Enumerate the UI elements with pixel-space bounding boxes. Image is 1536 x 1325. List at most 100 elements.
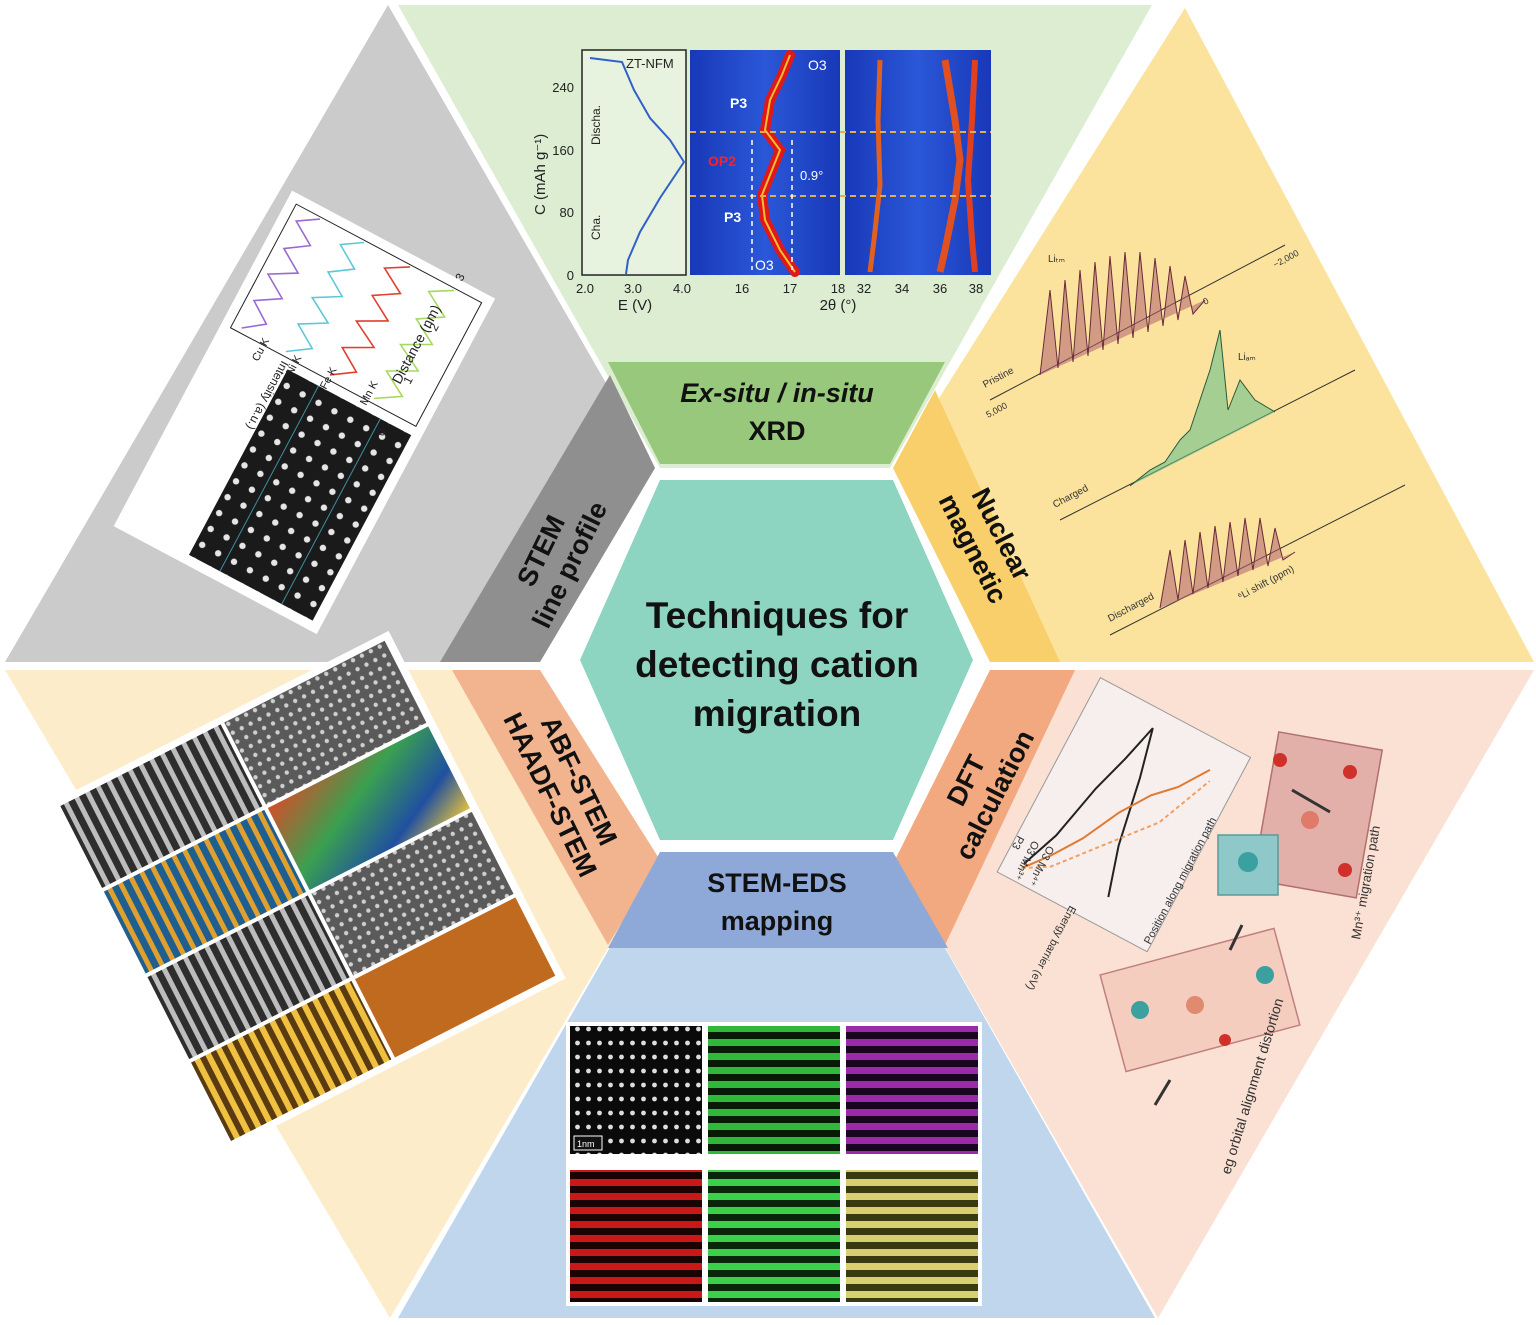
- abf-panel-6: [311, 811, 514, 976]
- dft-label-band: [895, 670, 1075, 945]
- nmr-peaks-discharged: [1159, 517, 1296, 609]
- dft-legend-p3: P3: [1009, 834, 1026, 852]
- abf-panel-4: [267, 726, 470, 891]
- section-abf: ABF-STEM HAADF-STEM: [5, 630, 660, 1318]
- dft-series-p3: [1023, 727, 1154, 898]
- abf-label-band: [452, 670, 660, 945]
- stem-profile-ni: [285, 241, 365, 353]
- stem-profile-cu: [241, 218, 321, 329]
- eds-map-green-2: [708, 1170, 840, 1302]
- dft-atom-5: [1338, 863, 1352, 877]
- nmr-peak-tm: Liₜₘ: [1048, 254, 1065, 265]
- xrd-chart: ZT-NFM O3 P3 OP2 P3 O3 0.9° Discha. Cha.…: [532, 49, 991, 314]
- dft-chart: [996, 676, 1252, 953]
- dft-atom-7: [1256, 966, 1274, 984]
- dft-atom-4: [1238, 852, 1258, 872]
- xrd-ytick-2: 160: [552, 143, 574, 158]
- dft-atom-1: [1273, 753, 1287, 767]
- xrd-xtick-right-0: 32: [857, 281, 871, 296]
- xrd-label-line2: XRD: [748, 416, 805, 446]
- section-xrd: ZT-NFM O3 P3 OP2 P3 O3 0.9° Discha. Cha.…: [398, 5, 1152, 468]
- xrd-xtick-left-0: 2.0: [576, 281, 594, 296]
- eds-label-band: [608, 852, 948, 948]
- nmr-peaks-pristine: [1039, 251, 1206, 376]
- eds-map-green-1: [708, 1026, 840, 1154]
- stem-profile-fe: [329, 266, 411, 376]
- stem-profile-mn: [374, 289, 455, 400]
- eds-map-haadf: [570, 1026, 702, 1154]
- center-hexagon-shape: [580, 480, 973, 840]
- dft-atom-6: [1131, 1001, 1149, 1019]
- xrd-xtick-mid-0: 16: [735, 281, 749, 296]
- eds-scale-label: 1nm: [577, 1139, 595, 1149]
- dft-atom-3: [1301, 811, 1319, 829]
- xrd-label-band: [608, 362, 945, 464]
- xrd-phase-5: O3: [755, 257, 774, 273]
- abf-panel-5: [147, 895, 350, 1060]
- dft-chart-card: [996, 676, 1252, 953]
- xrd-label-line1: Ex-situ / in-situ: [680, 378, 874, 408]
- xrd-xtick-right-1: 34: [895, 281, 909, 296]
- xrd-xtick-left-2: 4.0: [673, 281, 691, 296]
- xrd-peak-trace-3: [936, 59, 964, 273]
- stem-profile-axes: [229, 203, 483, 428]
- abf-panel-1: [60, 724, 263, 889]
- xrd-ylabel: C (mAh g⁻¹): [532, 134, 549, 215]
- stem-haadf-image: [189, 369, 412, 621]
- xrd-xlabel-right: 2θ (°): [820, 297, 857, 314]
- stem-scan-line-1: [219, 385, 319, 572]
- dft-atom-8: [1186, 996, 1204, 1014]
- dft-atom-2: [1343, 765, 1357, 779]
- eds-scale-box: [573, 1135, 603, 1151]
- section-dft: DFT calculation P3 O3 Mn³⁺ O3 Mn⁴⁺ Energ…: [895, 670, 1534, 1318]
- xrd-heatmap-mid: [690, 50, 840, 275]
- xrd-xtick-right-3: 38: [969, 281, 983, 296]
- eds-map-purple: [846, 1026, 978, 1154]
- nmr-peak-am: Liₐₘ: [1238, 352, 1256, 363]
- xrd-sample-label: ZT-NFM: [626, 56, 674, 71]
- xrd-phase-3: OP2: [708, 153, 736, 169]
- xrd-xtick-right-2: 36: [933, 281, 947, 296]
- nmr-xtick-5: 0: [1201, 296, 1210, 307]
- dft-series-o3-mn4: [1021, 780, 1211, 870]
- nmr-background: [895, 8, 1534, 662]
- eds-label-line2: mapping: [721, 906, 834, 936]
- xrd-voltage-panel: [581, 49, 687, 276]
- dft-distortion-arrow-1: [1228, 924, 1244, 951]
- xrd-charge-label: Cha.: [589, 215, 603, 240]
- xrd-peak-trace-2: [867, 59, 883, 273]
- dft-distortion-arrow-2: [1153, 1079, 1172, 1106]
- xrd-discharge-label: Discha.: [589, 105, 603, 145]
- dft-structure-top: Mn³⁺ migration path: [1217, 731, 1384, 941]
- dft-atom-9: [1219, 1034, 1231, 1046]
- xrd-phase-1: O3: [808, 57, 827, 73]
- abf-panel-2: [224, 640, 427, 805]
- xrd-ytick-0: 0: [567, 268, 574, 283]
- center-title-line3: migration: [693, 693, 862, 734]
- eds-map-red: [570, 1170, 702, 1302]
- dft-series-o3-mn3: [1021, 768, 1211, 869]
- abf-figure: [50, 630, 566, 1151]
- xrd-xtick-mid-1: 17: [783, 281, 797, 296]
- xrd-ytick-3: 240: [552, 80, 574, 95]
- xrd-peak-trace-1-edge: [760, 54, 796, 273]
- eds-map-grid: 1nm: [566, 1022, 982, 1306]
- xrd-xtick-mid-2: 18: [831, 281, 845, 296]
- eds-label-line1: STEM-EDS: [707, 868, 847, 898]
- dft-octahedra-top-teal: [1217, 834, 1279, 896]
- dft-migration-arrow: [1291, 788, 1331, 814]
- xrd-shift-label: 0.9°: [800, 168, 823, 183]
- xrd-xlabel-left: E (V): [618, 297, 652, 314]
- eds-map-yellow: [846, 1170, 978, 1302]
- center-title-line1: Techniques for: [646, 595, 908, 636]
- stem-scan-line-2: [281, 418, 381, 605]
- abf-panel-8: [355, 897, 556, 1058]
- section-eds: STEM-EDS mapping 1nm: [398, 852, 1155, 1318]
- abf-panel-7: [191, 980, 392, 1142]
- stem-figure: [113, 190, 496, 635]
- stem-label-band: [440, 375, 655, 662]
- xrd-phase-2: P3: [730, 95, 747, 111]
- section-stem-line: STEM line profile Cu K Ni K Fe K Mn K In…: [5, 5, 655, 662]
- center-title-line2: detecting cation: [635, 644, 919, 685]
